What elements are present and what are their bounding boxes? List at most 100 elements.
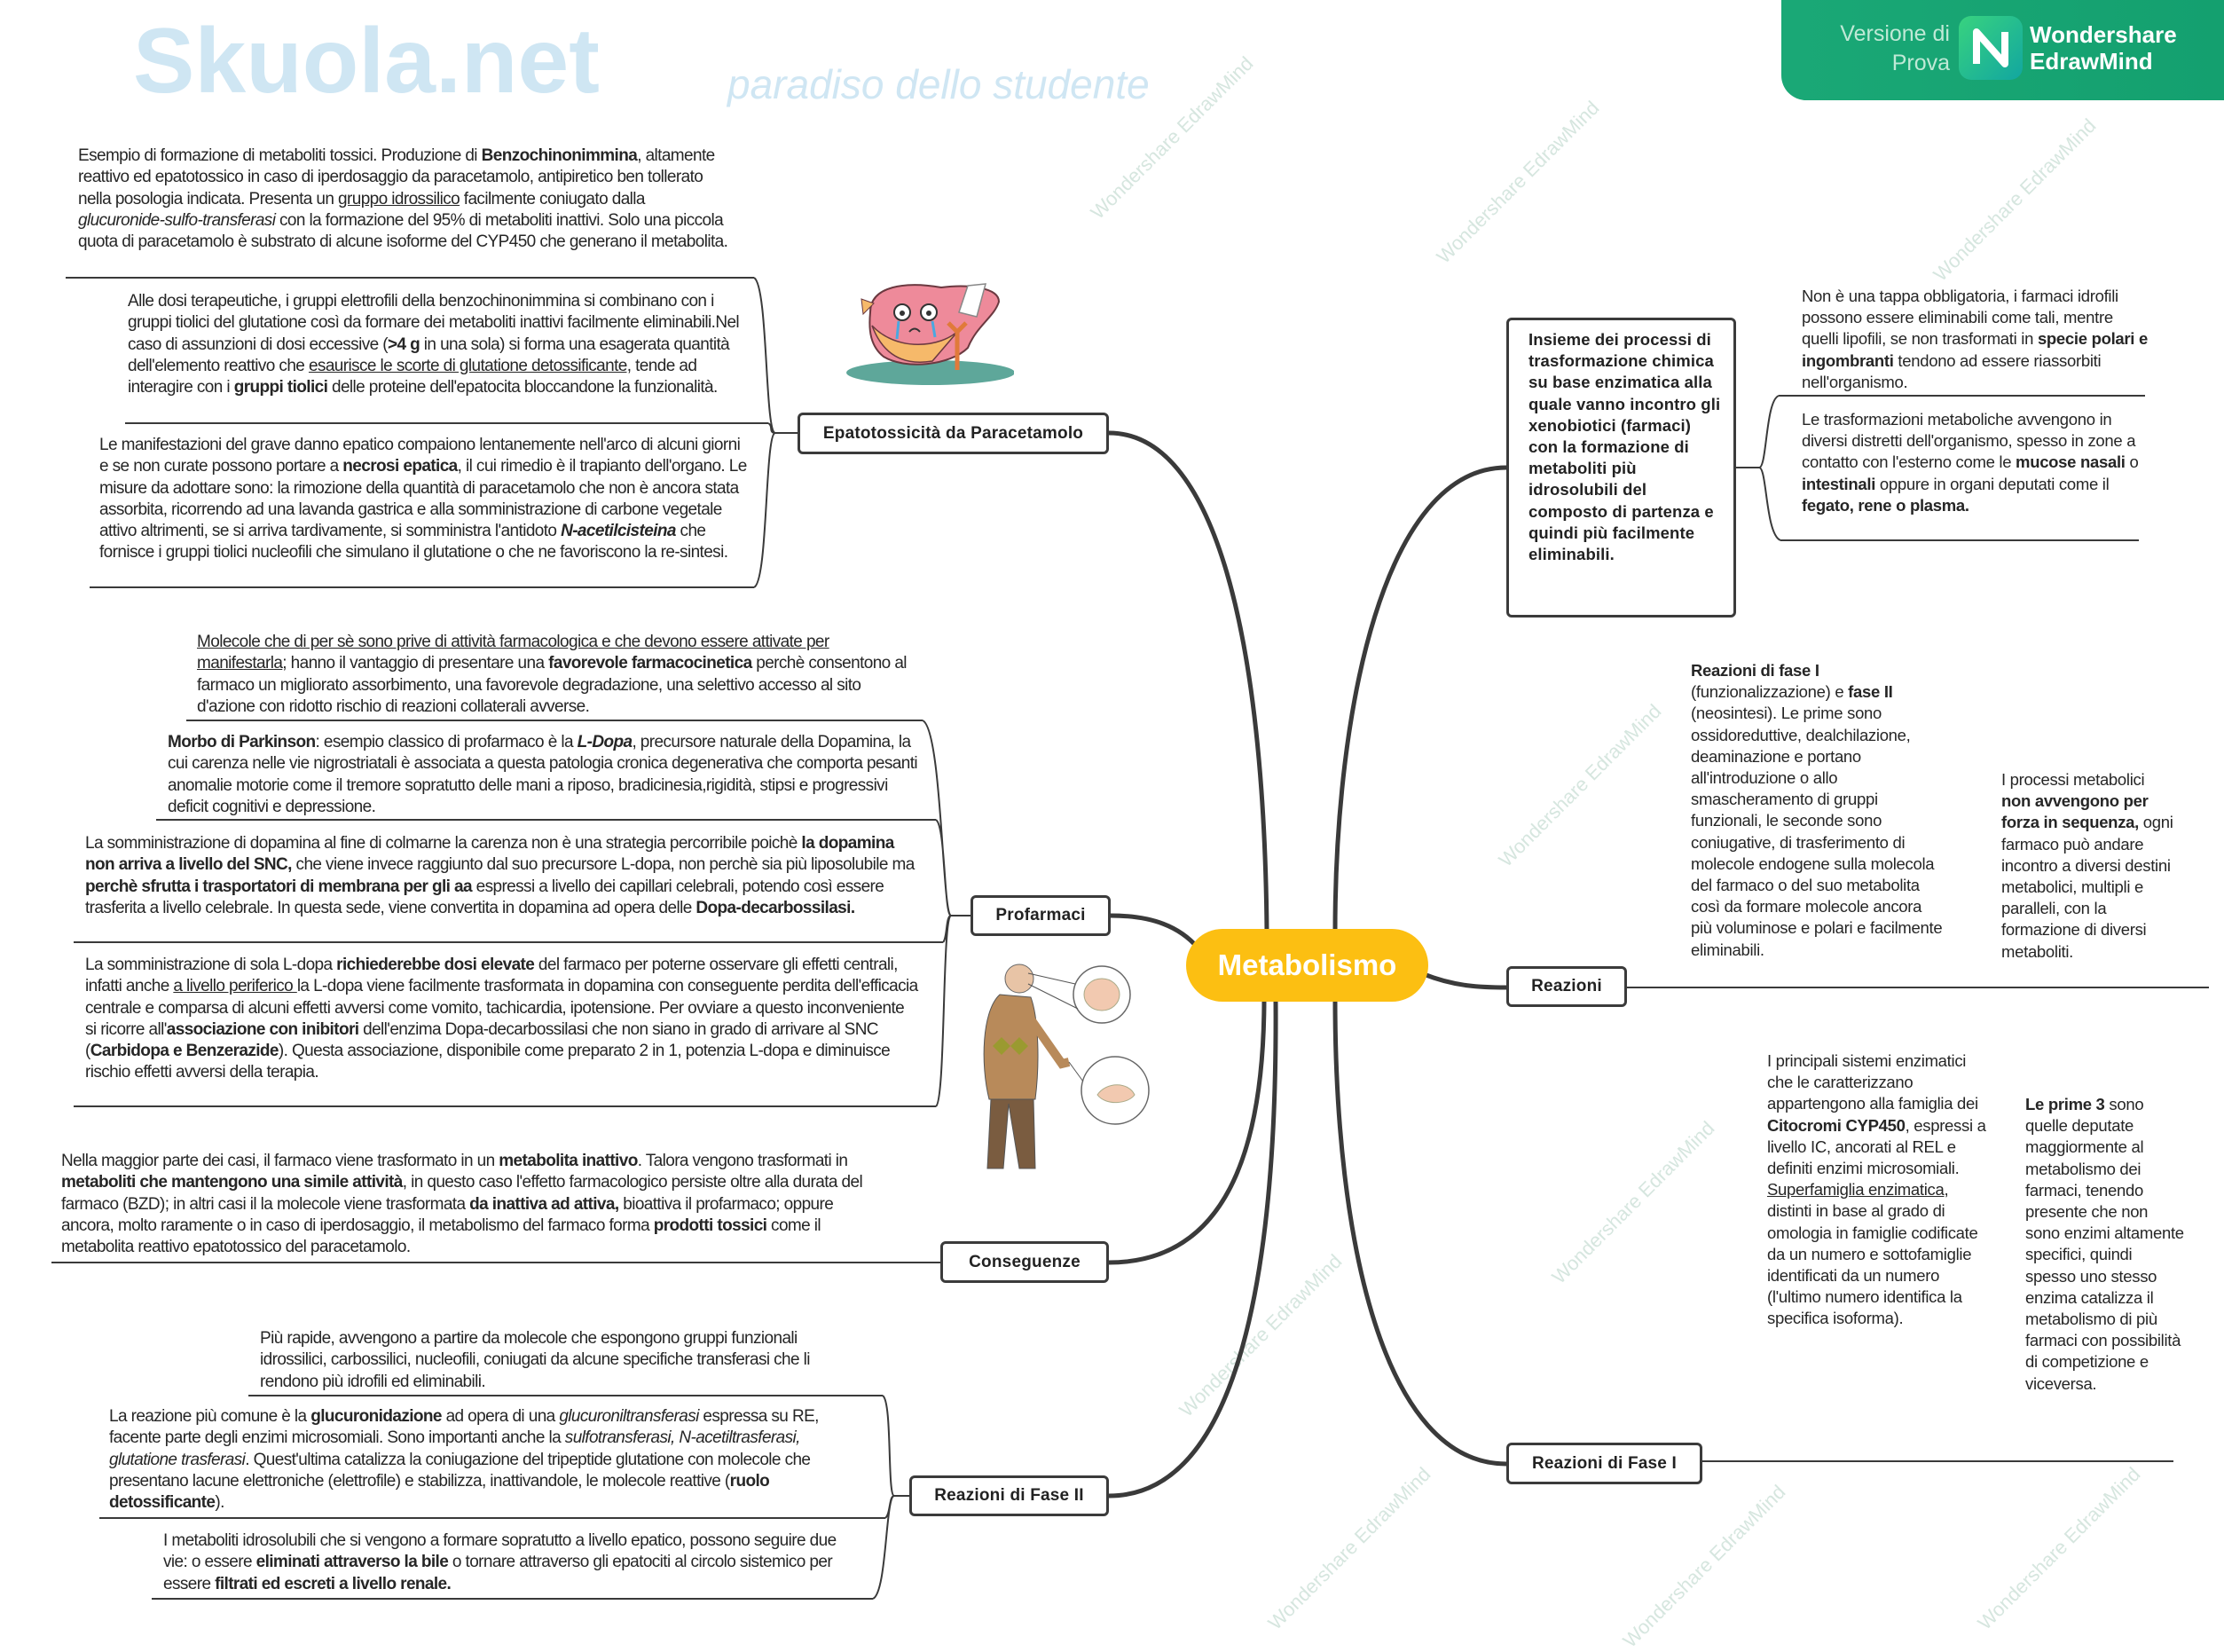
text-segment: bioattiva il profarmaco; oppure ancora, … — [61, 1194, 834, 1235]
note-reazioni-1[interactable]: Reazioni di fase I (funzionalizzazione) … — [1691, 660, 1944, 961]
underline — [1779, 395, 2145, 541]
text-segment: tende ad interagire con i — [128, 356, 697, 397]
note-profarmaci-1[interactable]: Molecole che di per sè sono prive di att… — [197, 632, 916, 718]
text-segment: sulfotransferasi, N-acetiltrasferasi, gl… — [109, 1428, 800, 1469]
connector-epatotossicita — [1106, 430, 1269, 934]
text-segment: non avvengono per forza in sequenza, — [2001, 791, 2149, 832]
underline — [66, 277, 768, 588]
topic-label: Conseguenze — [969, 1252, 1081, 1271]
text-segment: che fornisce i gruppi tiolici nucleofili… — [99, 522, 728, 562]
text-segment: ). — [215, 1493, 224, 1513]
text-segment: fase II — [1848, 682, 1893, 702]
topic-label: Reazioni di Fase I — [1531, 1453, 1678, 1473]
text-segment: , distinti in base al grado di omologia … — [1767, 1180, 1978, 1328]
text-segment: favorevole farmacocinetica — [548, 654, 752, 673]
underline — [99, 1395, 885, 1600]
topic-label: Reazioni — [1531, 977, 1602, 995]
topic-label: Insieme dei processi di trasformazione c… — [1529, 330, 1721, 564]
bracket-fase2 — [872, 1395, 909, 1600]
note-fase2-1[interactable]: Più rapide, avvengono a partire da molec… — [260, 1328, 845, 1393]
text-segment: o tornare attraverso gli epatociti al ci… — [163, 1553, 833, 1593]
note-epatotossicita-2[interactable]: Alle dosi terapeutiche, i gruppi elettro… — [128, 291, 753, 398]
text-segment: oppure in organi deputati come il — [1875, 474, 2110, 493]
text-segment: espressa su RE, facente parte degli enzi… — [109, 1407, 819, 1448]
text-segment: o — [2125, 452, 2139, 472]
text-segment: Morbo di Parkinson — [168, 733, 316, 751]
text-segment: N-acetilcisteina — [561, 522, 676, 541]
note-fase2-3[interactable]: I metaboliti idrosolubili che si vengono… — [163, 1530, 864, 1595]
text-segment: Più rapide, avvengono a partire da molec… — [260, 1329, 811, 1391]
text-segment: gruppi tiolici — [233, 378, 328, 397]
note-definizione-1[interactable]: Non è una tappa obbligatoria, i farmaci … — [1802, 286, 2148, 393]
text-segment: La reazione più comune è la — [109, 1407, 311, 1426]
text-segment: Benzochinonimmina — [481, 146, 638, 165]
text-segment: come il metabolita reattivo epatotossico… — [61, 1215, 821, 1257]
text-segment: (funzionalizzazione) e — [1691, 682, 1849, 702]
text-segment: , precursore naturale della Dopamina, la… — [168, 733, 918, 816]
text-segment: Esempio di formazione di metaboliti toss… — [78, 146, 482, 165]
connector-profarmaci — [1108, 913, 1200, 950]
text-segment: L-Dopa — [577, 733, 633, 751]
text-segment: la L-dopa viene facilmente trasformata i… — [85, 977, 918, 1039]
text-segment: esaurisce le scorte di glutatione detoss… — [308, 356, 632, 375]
text-segment: eliminati attraverso la bile — [255, 1553, 449, 1572]
connector-fase2 — [1106, 997, 1278, 1499]
connector-fase1 — [1332, 997, 1509, 1467]
text-segment: Le trasformazioni metaboliche avvengono … — [1802, 410, 2136, 472]
topic-epatotossicita[interactable]: Epatotossicità da Paracetamolo — [798, 413, 1109, 454]
text-segment: >4 g — [387, 334, 420, 354]
text-segment: Molecole che di per sè sono prive di att… — [197, 633, 829, 673]
edrawmind-logo-icon — [1959, 16, 2023, 80]
text-segment: Alle dosi terapeutiche, i gruppi elettro… — [128, 292, 740, 354]
note-fase1-2[interactable]: Le prime 3 sono quelle deputate maggiorm… — [2025, 1094, 2185, 1395]
text-segment: I metaboliti idrosolubili che si vengono… — [163, 1531, 837, 1572]
sick-liver-illustration — [846, 283, 1014, 385]
note-epatotossicita-1[interactable]: Esempio di formazione di metaboliti toss… — [78, 146, 735, 253]
note-fase1-1[interactable]: I principali sistemi enzimatici che le c… — [1767, 1050, 1993, 1330]
topic-profarmaci[interactable]: Profarmaci — [971, 895, 1111, 936]
note-profarmaci-4[interactable]: La somministrazione di sola L-dopa richi… — [85, 955, 919, 1084]
topic-reazioni[interactable]: Reazioni — [1506, 966, 1627, 1007]
note-profarmaci-2[interactable]: Morbo di Parkinson: esempio classico di … — [168, 732, 922, 818]
central-topic-metabolismo[interactable]: Metabolismo — [1186, 929, 1428, 1002]
text-segment: La somministrazione di sola L-dopa — [85, 956, 337, 974]
note-epatotossicita-3[interactable]: Le manifestazioni del grave danno epatic… — [99, 435, 747, 564]
text-segment: Dopa-decarbossilasi. — [695, 898, 855, 917]
note-fase2-2[interactable]: La reazione più comune è la glucuronidaz… — [109, 1406, 868, 1514]
text-segment: ; hanno il vantaggio di presentare una — [282, 654, 549, 673]
bracket-epatotossicita — [753, 277, 798, 588]
note-definizione-2[interactable]: Le trasformazioni metaboliche avvengono … — [1802, 409, 2139, 516]
text-segment: dell'enzima Dopa-decarbossilasi che non … — [85, 1019, 879, 1061]
text-segment: metabolita inattivo — [499, 1152, 638, 1170]
topic-label: Profarmaci — [995, 906, 1086, 924]
note-reazioni-2[interactable]: I processi metabolici non avvengono per … — [2001, 769, 2174, 963]
text-segment: I processi metabolici — [2001, 770, 2145, 789]
connector-reazioni — [1421, 972, 1509, 990]
topic-reazioni-fase-1[interactable]: Reazioni di Fase I — [1506, 1443, 1702, 1484]
topic-reazioni-fase-2[interactable]: Reazioni di Fase II — [909, 1475, 1109, 1516]
note-conseguenze-1[interactable]: Nella maggior parte dei casi, il farmaco… — [61, 1151, 886, 1258]
text-segment: da inattiva ad attiva, — [469, 1194, 619, 1214]
text-segment: Le prime 3 — [2025, 1095, 2105, 1113]
topic-conseguenze[interactable]: Conseguenze — [940, 1241, 1109, 1283]
text-segment: associazione con inibitori — [166, 1019, 359, 1039]
text-segment: Reazioni di fase I — [1691, 661, 1819, 680]
parkinson-patient-illustration — [983, 964, 1150, 1169]
text-segment: Citocromi CYP450 — [1767, 1115, 1906, 1135]
text-segment: specie polari e ingombranti — [1802, 329, 2148, 370]
text-segment: richiederebbe dosi elevate — [336, 956, 535, 974]
text-segment: la dopamina non arriva a livello del SNC… — [85, 834, 894, 875]
text-segment: , in questo caso l'effetto farmacologico… — [61, 1173, 863, 1214]
text-segment: espressi a livello dei capillari celebra… — [85, 877, 884, 917]
note-profarmaci-3[interactable]: La somministrazione di dopamina al fine … — [85, 833, 923, 919]
bracket-profarmaci — [922, 720, 971, 1107]
text-segment: ogni farmaco può andare incontro a diver… — [2001, 813, 2173, 961]
text-segment: delle proteine dell'epatocita bloccandon… — [327, 378, 718, 397]
text-segment: glucuronidazione — [310, 1407, 442, 1426]
text-segment: (neosintesi). Le prime sono ossidoredutt… — [1691, 704, 1943, 959]
topic-definizione[interactable]: Insieme dei processi di trasformazione c… — [1506, 318, 1736, 618]
text-segment: a livello periferico — [173, 977, 297, 996]
connector-definizione — [1332, 465, 1509, 934]
